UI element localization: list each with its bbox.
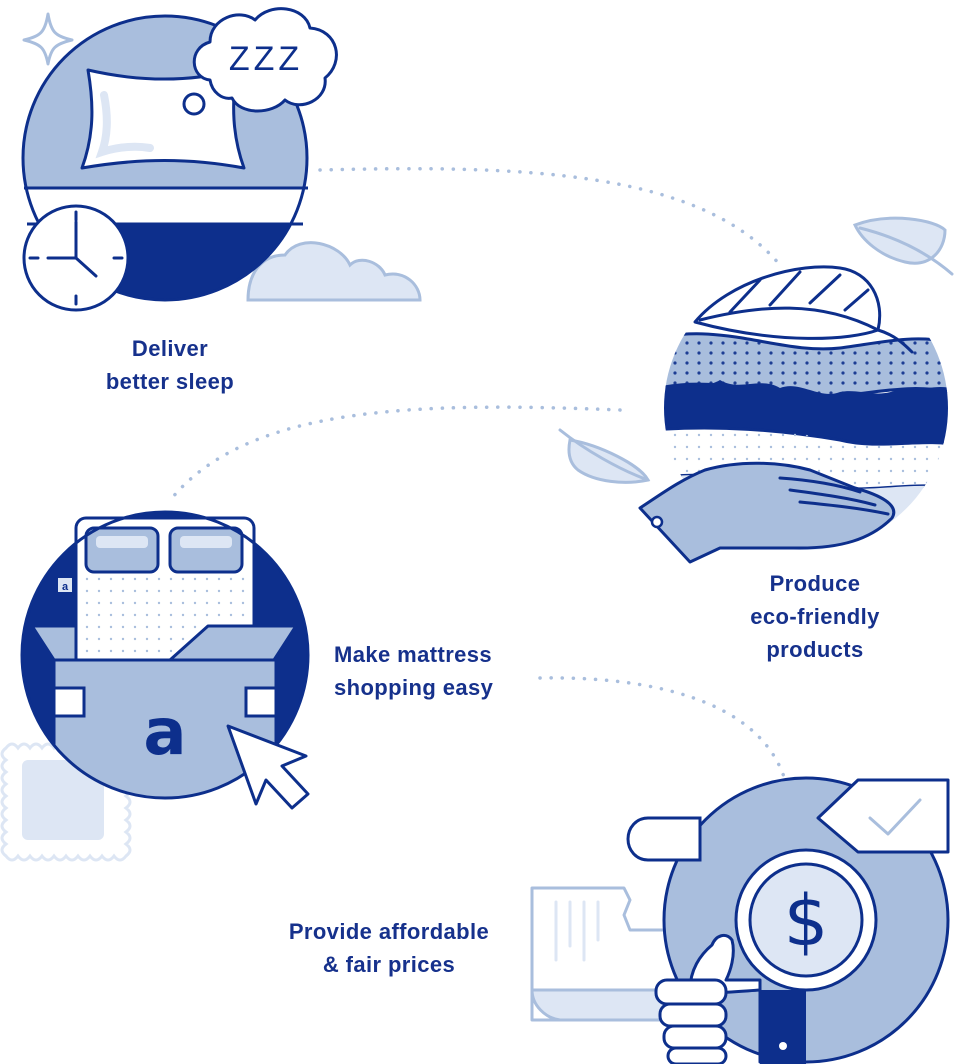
dollar-sign-text: $ — [784, 880, 829, 962]
caption-line: eco-friendly — [750, 604, 880, 629]
connector-sleep-to-eco — [318, 166, 782, 267]
caption-line: Provide affordable — [288, 919, 490, 944]
prices-illustration: $ — [530, 776, 950, 1064]
open-hand-icon — [638, 461, 896, 564]
mattress-tag-text: a — [62, 581, 69, 593]
eco-illustration — [558, 216, 954, 564]
brand-logo-icon: a — [143, 696, 186, 770]
sparkle-icon — [22, 12, 74, 66]
pillow-right-icon — [168, 526, 244, 574]
thought-cloud-icon — [192, 7, 338, 113]
caption-deliver-sleep: Deliver better sleep — [95, 332, 245, 398]
connector-eco-to-box — [170, 405, 622, 500]
connector-box-to-coin — [538, 676, 787, 782]
caption-fair-prices: Provide affordable & fair prices — [270, 915, 508, 981]
caption-line: Make mattress — [334, 642, 493, 667]
caption-line: better sleep — [105, 369, 235, 394]
shopping-illustration: a a — [0, 510, 310, 862]
pillow-left-icon — [84, 526, 160, 574]
cloud-icon — [246, 241, 422, 302]
leaf-top-icon — [693, 265, 882, 340]
caption-line: & fair prices — [322, 952, 456, 977]
sleep-illustration: ZZZ — [21, 7, 422, 312]
caption-shopping-easy: Make mattress shopping easy — [334, 638, 493, 704]
caption-line: Produce — [769, 571, 861, 596]
caption-line: Deliver — [131, 336, 209, 361]
connector-paths — [170, 166, 787, 782]
cursor-arrow-icon — [226, 724, 310, 810]
caption-line: products — [766, 637, 864, 662]
caption-eco-products: Produce eco-friendly products — [730, 567, 900, 666]
checkmark-tag-icon — [816, 778, 950, 854]
caption-line: shopping easy — [334, 675, 494, 700]
sleep-zzz-text: ZZZ — [229, 40, 303, 78]
clock-icon — [22, 204, 130, 312]
